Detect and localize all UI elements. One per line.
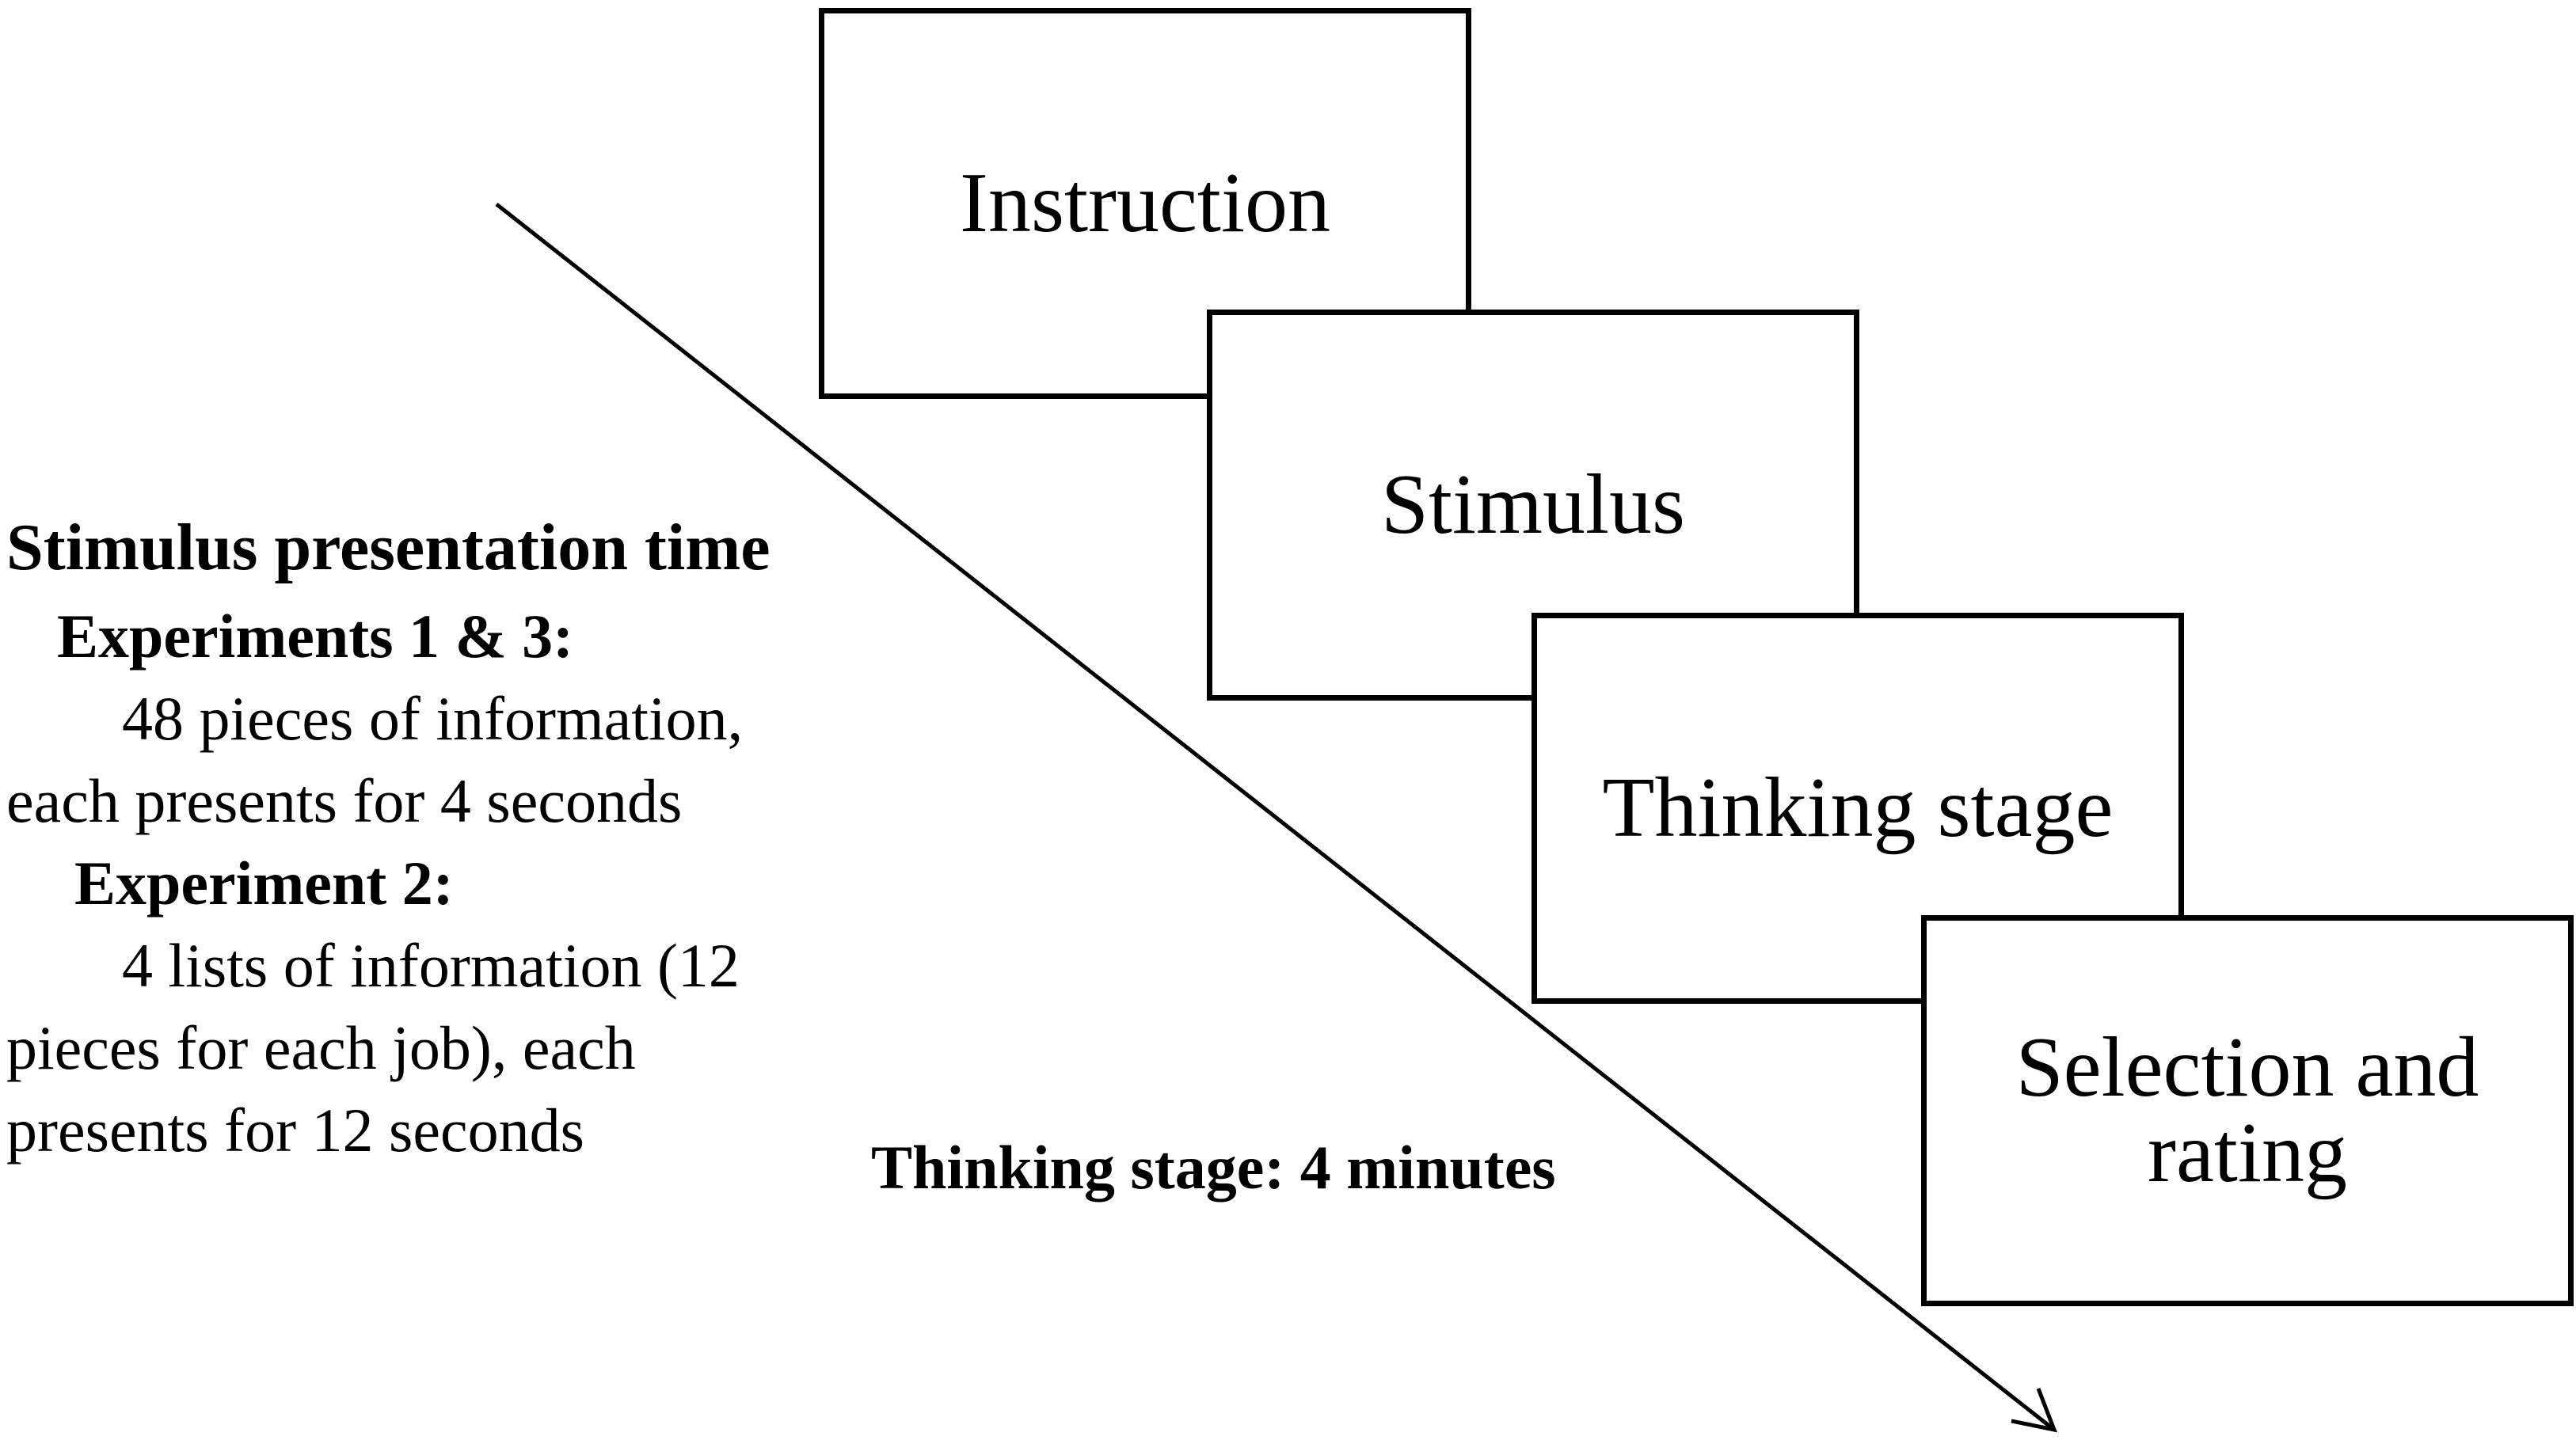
- step-label-instruction: Instruction: [960, 156, 1330, 250]
- step-label-selection-line2: rating: [2148, 1106, 2347, 1200]
- experiments-1-3-line1: 48 pieces of information,: [122, 684, 744, 753]
- experiment-2-heading: Experiment 2:: [74, 849, 454, 918]
- thinking-stage-duration-label: Thinking stage: 4 minutes: [871, 1133, 1556, 1202]
- experiment-2-line1: 4 lists of information (12: [122, 931, 740, 1000]
- step-label-selection-and-rating: Selection and rating: [2016, 1025, 2479, 1196]
- timeline-arrow-head: [2011, 1388, 2057, 1433]
- experiments-1-3-line2: each presents for 4 seconds: [6, 766, 683, 835]
- experiment-2-line3: presents for 12 seconds: [6, 1096, 584, 1165]
- step-label-thinking-stage: Thinking stage: [1602, 761, 2114, 855]
- step-label-selection-line1: Selection and: [2015, 1020, 2479, 1115]
- experiments-1-3-heading: Experiments 1 & 3:: [57, 602, 574, 671]
- step-box-selection-and-rating: Selection and rating: [1921, 915, 2574, 1306]
- experiment-2-line2: pieces for each job), each: [6, 1013, 636, 1082]
- timeline-arrow-shaft: [495, 203, 2056, 1431]
- step-label-stimulus: Stimulus: [1380, 458, 1686, 552]
- stimulus-presentation-time-title: Stimulus presentation time: [6, 511, 771, 584]
